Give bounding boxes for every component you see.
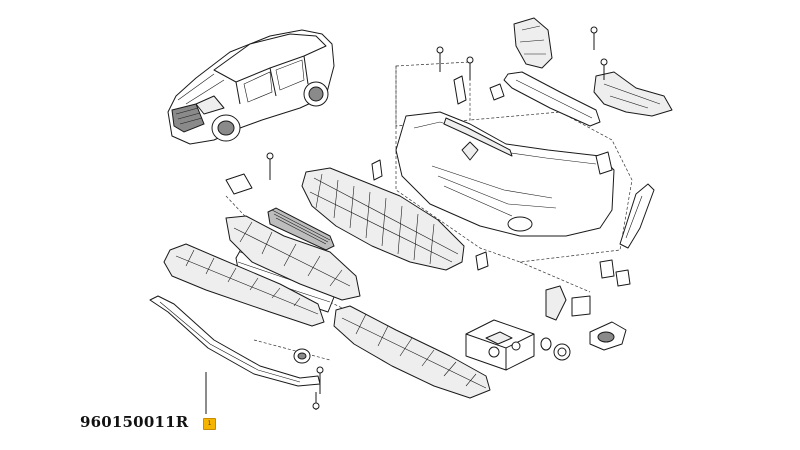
side-guide-rail — [619, 183, 655, 249]
fog-lamp-kit — [465, 319, 535, 371]
upper-grille — [267, 207, 335, 251]
part-number-label: 960150011R — [80, 413, 189, 431]
part-reference-marker[interactable]: 1 — [203, 418, 216, 430]
center-strip — [503, 71, 601, 127]
right-bracket — [593, 71, 673, 117]
left-bracket — [513, 17, 553, 69]
bumper-reinforcement — [225, 215, 361, 301]
clips-and-screws — [225, 26, 631, 410]
lower-deflector — [163, 243, 325, 327]
bumper-absorber — [301, 167, 465, 271]
front-bumper-cover — [395, 111, 615, 237]
car-overview — [167, 29, 335, 145]
underbody-shield — [333, 305, 491, 399]
lower-spoiler-strip — [149, 295, 321, 387]
fog-lamp-bezel — [540, 285, 627, 361]
